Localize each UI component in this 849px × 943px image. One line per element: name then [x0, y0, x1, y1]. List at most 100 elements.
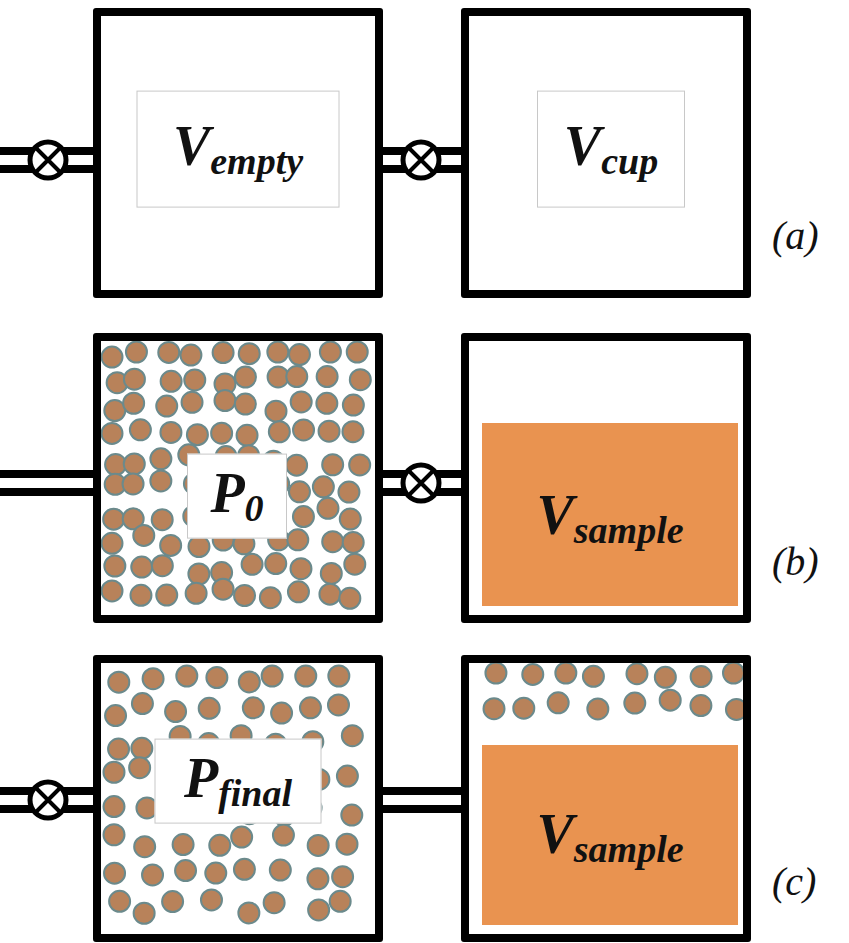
gas-particle: [330, 891, 351, 912]
gas-particle: [273, 825, 294, 846]
gas-particle: [269, 421, 290, 442]
volume-label: Pfinal: [155, 739, 322, 824]
gas-particle: [201, 889, 222, 910]
gas-particle: [349, 454, 370, 475]
gas-particle: [206, 667, 227, 688]
gas-particle: [234, 585, 255, 606]
gas-particle: [108, 672, 129, 693]
panel-label: (a): [772, 212, 819, 259]
gas-particle: [338, 482, 359, 503]
gas-particle: [205, 863, 226, 884]
gas-particle: [158, 342, 179, 363]
gas-particle: [341, 805, 362, 826]
gas-particle: [129, 757, 150, 778]
sample-block: Vsample: [482, 745, 738, 925]
gas-particle: [180, 345, 201, 366]
gas-particle: [160, 422, 181, 443]
valve-symbol: [403, 142, 439, 178]
gas-particle: [186, 583, 207, 604]
gas-particle: [152, 555, 173, 576]
gas-particle: [328, 694, 349, 715]
gas-particle: [691, 666, 712, 687]
gas-particle: [339, 588, 360, 609]
inlet-pipe: [0, 483, 101, 484]
gas-particle: [313, 476, 334, 497]
gas-particle: [286, 366, 307, 387]
gas-particle: [162, 891, 183, 912]
gas-particle: [484, 698, 505, 719]
gas-particle: [235, 394, 256, 415]
gas-particle: [293, 506, 314, 527]
gas-particle: [109, 891, 130, 912]
gas-particle: [126, 342, 147, 363]
gas-particle: [265, 401, 286, 422]
gas-particle: [340, 509, 361, 530]
gas-particle: [242, 554, 263, 575]
gas-chamber: Vsample: [461, 333, 751, 623]
gas-particle: [123, 473, 144, 494]
gas-particle: [102, 347, 123, 368]
gas-particle: [343, 395, 364, 416]
gas-particle: [350, 369, 371, 390]
gas-particle: [319, 421, 340, 442]
gas-particle: [289, 344, 310, 365]
gas-particle: [124, 369, 145, 390]
gas-particle: [293, 419, 314, 440]
gas-particle: [188, 536, 209, 557]
gas-particle: [104, 400, 125, 421]
valve-symbol: [403, 465, 439, 501]
gas-particle: [133, 525, 154, 546]
gas-particle: [555, 663, 576, 684]
volume-label: Vcup: [537, 91, 685, 208]
gas-particle: [156, 585, 177, 606]
gas-particle: [160, 535, 181, 556]
gas-particle: [102, 423, 123, 444]
gas-particle: [316, 393, 337, 414]
gas-particle: [103, 509, 124, 530]
gas-particle: [271, 703, 292, 724]
sample-block: Vsample: [482, 423, 738, 606]
gas-particle: [173, 834, 194, 855]
gas-particle: [104, 796, 125, 817]
gas-particle: [328, 666, 349, 687]
gas-particle: [199, 698, 220, 719]
gas-particle: [142, 864, 163, 885]
gas-chamber: Pfinal: [93, 655, 383, 942]
gas-particle: [522, 664, 543, 685]
valve-symbol: [30, 782, 66, 818]
gas-particle: [132, 693, 153, 714]
gas-particle: [124, 453, 145, 474]
gas-particle: [624, 693, 645, 714]
gas-particle: [143, 668, 164, 689]
gas-particle: [347, 342, 368, 363]
gas-particle: [176, 666, 197, 687]
gas-particle: [307, 868, 328, 889]
gas-particle: [291, 391, 312, 412]
gas-particle: [214, 390, 235, 411]
gas-particle: [342, 725, 363, 746]
gas-particle: [161, 371, 182, 392]
gas-particle: [238, 902, 259, 923]
gas-chamber: P0: [93, 333, 383, 623]
gas-particle: [130, 585, 151, 606]
gas-particle: [104, 863, 125, 884]
gas-particle: [102, 533, 123, 554]
gas-particle: [270, 860, 291, 881]
gas-particle: [343, 532, 364, 553]
volume-label: Vempty: [137, 91, 340, 208]
gas-particle: [165, 701, 186, 722]
gas-particle: [175, 860, 196, 881]
gas-particle: [286, 455, 307, 476]
panel-label: (b): [772, 538, 819, 585]
gas-particle: [187, 424, 208, 445]
gas-particle: [485, 663, 506, 684]
valve-symbol: [30, 142, 66, 178]
gas-particle: [211, 423, 232, 444]
gas-particle: [152, 509, 173, 530]
gas-particle: [213, 579, 234, 600]
gas-particle: [134, 836, 155, 857]
gas-particle: [690, 695, 711, 716]
gas-chamber: Vcup: [461, 8, 751, 298]
gas-particle: [213, 342, 234, 363]
gas-particle: [308, 899, 329, 920]
